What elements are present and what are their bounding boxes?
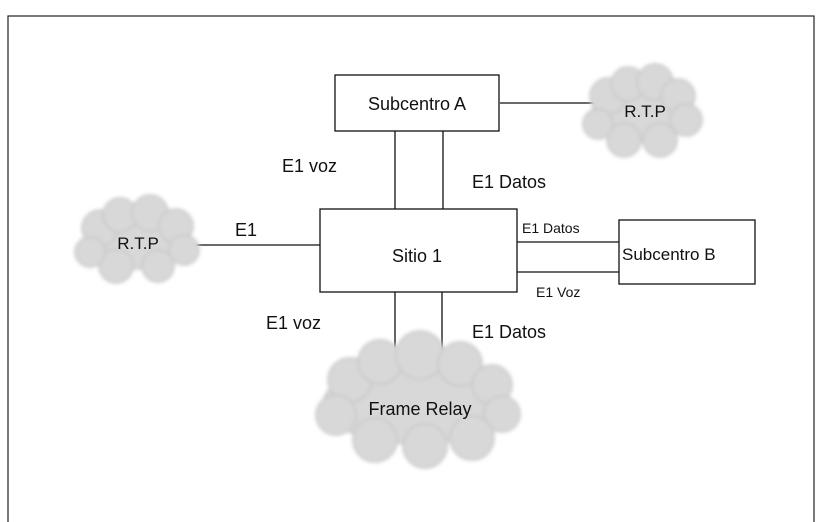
cloud-rtp-left: R.T.P bbox=[74, 194, 200, 284]
label-fr-datos: E1 Datos bbox=[472, 322, 546, 342]
node-sitio-1: Sitio 1 bbox=[319, 208, 518, 293]
connection-lines bbox=[190, 102, 619, 362]
label-rtp-left-e1: E1 bbox=[235, 220, 257, 240]
cloud-rtp-top: R.T.P bbox=[582, 63, 703, 158]
cloud-frame-relay-label: Frame Relay bbox=[368, 399, 471, 419]
label-subcentroa-voz: E1 voz bbox=[282, 156, 337, 176]
label-fr-voz: E1 voz bbox=[266, 313, 321, 333]
node-subcentro-a-label: Subcentro A bbox=[368, 94, 466, 114]
label-subcentrob-voz: E1 Voz bbox=[536, 284, 580, 300]
cloud-rtp-left-label: R.T.P bbox=[117, 234, 159, 253]
cloud-frame-relay: Frame Relay bbox=[315, 330, 521, 469]
node-sitio-1-label: Sitio 1 bbox=[392, 246, 442, 266]
node-subcentro-b: Subcentro B bbox=[618, 219, 756, 285]
link-labels: E1 voz E1 Datos E1 E1 Datos E1 Voz E1 vo… bbox=[235, 156, 580, 342]
cloud-rtp-top-label: R.T.P bbox=[624, 102, 666, 121]
label-subcentroa-datos: E1 Datos bbox=[472, 172, 546, 192]
diagram-frame bbox=[7, 15, 815, 522]
node-subcentro-a: Subcentro A bbox=[334, 74, 500, 132]
node-subcentro-b-label: Subcentro B bbox=[622, 245, 716, 264]
label-subcentrob-datos: E1 Datos bbox=[522, 220, 580, 236]
